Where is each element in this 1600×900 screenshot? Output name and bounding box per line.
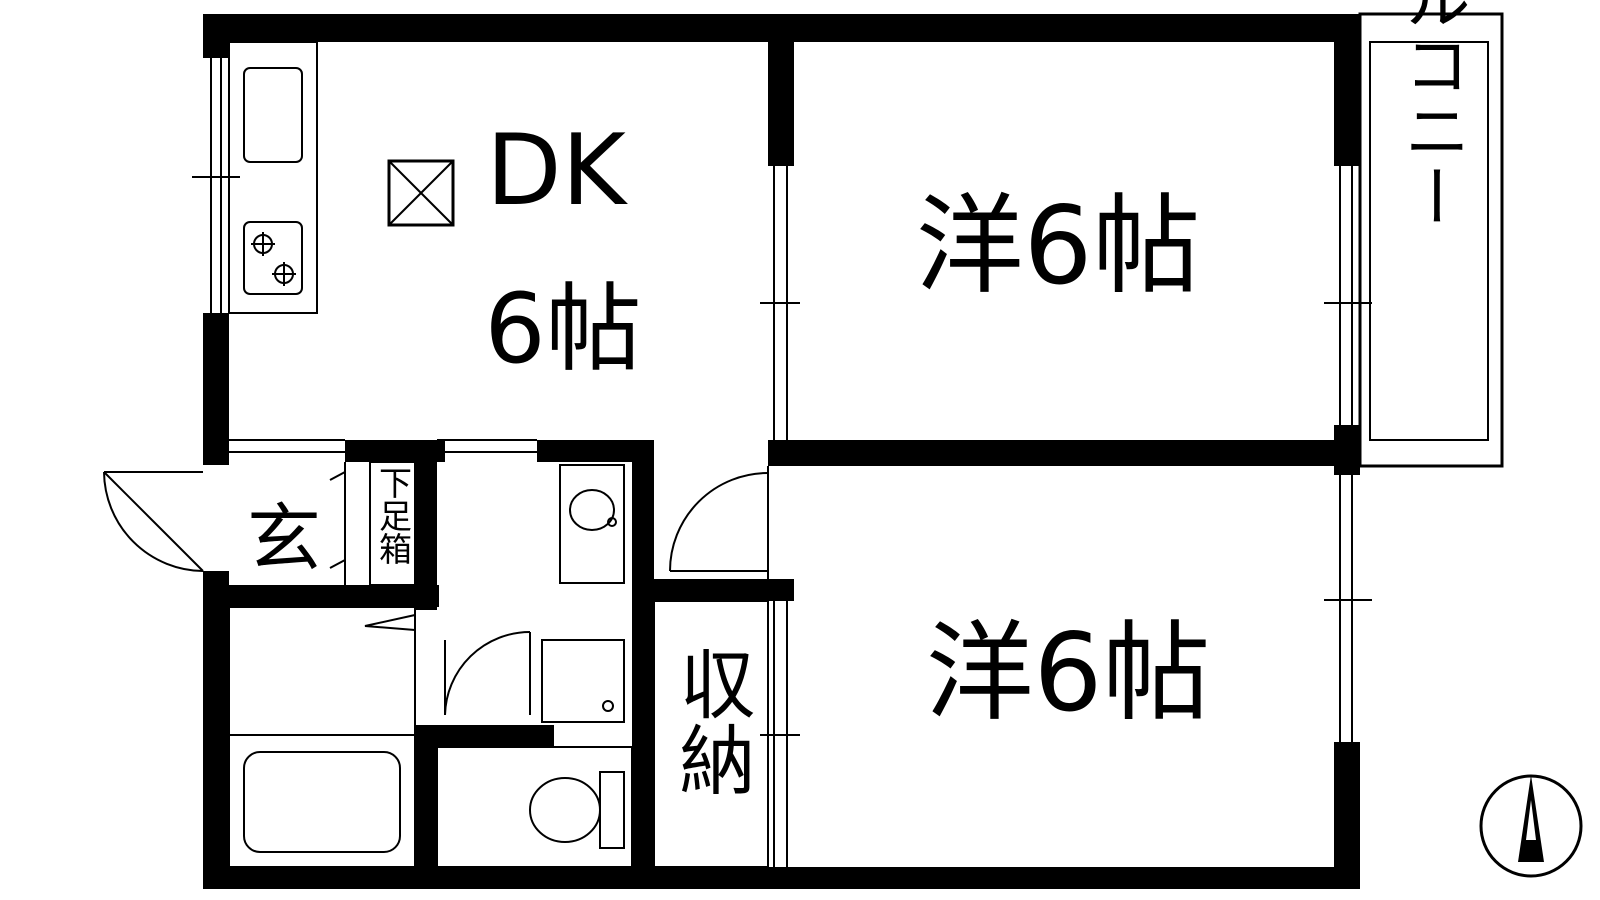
refrigerator-space-icon xyxy=(387,159,455,227)
interior-walls xyxy=(229,14,1360,889)
storage xyxy=(653,600,769,868)
windows xyxy=(192,58,1372,742)
balcony xyxy=(1358,12,1504,468)
western-room-top-label: 洋6帖 xyxy=(916,184,1201,309)
toilet xyxy=(436,746,633,868)
north-arrow-icon xyxy=(1479,774,1583,878)
dk-room-size: 6帖 xyxy=(484,273,641,385)
kitchen-counter xyxy=(228,41,318,314)
washroom xyxy=(364,439,625,723)
genkan-label: 玄 xyxy=(247,496,321,582)
balcony-label: バルコニー xyxy=(1394,0,1471,229)
dk-room-name: DK xyxy=(486,114,628,228)
storage-label: 収納 xyxy=(667,645,756,797)
bedroom-door xyxy=(669,472,769,572)
bathroom xyxy=(228,606,416,868)
western-room-bottom-label: 洋6帖 xyxy=(926,611,1211,736)
entrance xyxy=(103,439,416,586)
stove-burner-icon xyxy=(251,232,296,286)
getabako-label: 下足箱 xyxy=(374,466,413,565)
sliding-doors xyxy=(760,166,800,867)
